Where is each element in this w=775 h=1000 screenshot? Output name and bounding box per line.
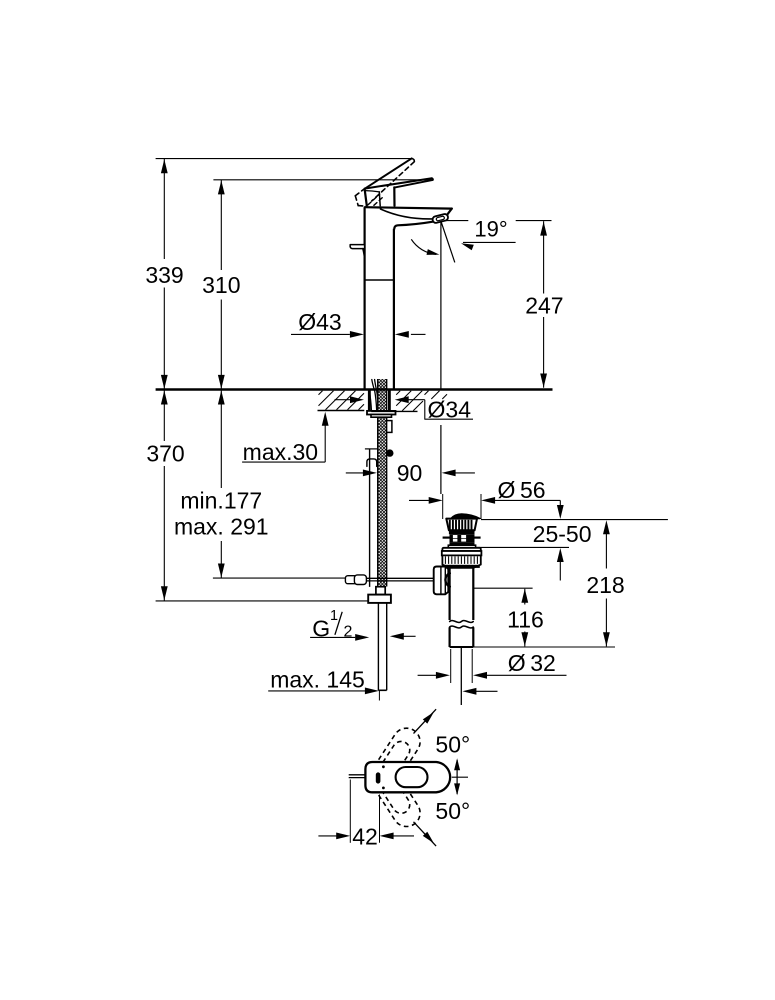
- svg-text:Ø43: Ø43: [298, 309, 341, 335]
- svg-text:1: 1: [330, 608, 338, 624]
- svg-text:max.30: max.30: [243, 439, 318, 465]
- svg-text:310: 310: [202, 272, 240, 298]
- svg-text:max. 145: max. 145: [270, 666, 365, 692]
- svg-text:Ø34: Ø34: [428, 396, 472, 422]
- svg-text:G: G: [312, 616, 330, 642]
- svg-text:339: 339: [145, 262, 183, 288]
- svg-text:247: 247: [525, 292, 563, 318]
- svg-text:116: 116: [507, 606, 544, 632]
- svg-text:42: 42: [352, 823, 378, 849]
- svg-text:Ø 56: Ø 56: [497, 477, 545, 503]
- svg-text:Ø 32: Ø 32: [508, 650, 556, 676]
- svg-text:50°: 50°: [435, 798, 470, 824]
- svg-text:19°: 19°: [474, 217, 507, 242]
- svg-text:218: 218: [586, 572, 624, 598]
- svg-text:min.177: min.177: [180, 487, 262, 513]
- svg-text:25-50: 25-50: [533, 521, 592, 547]
- svg-text:370: 370: [146, 441, 184, 467]
- svg-text:50°: 50°: [435, 731, 470, 757]
- svg-text:max. 291: max. 291: [174, 513, 269, 539]
- svg-text:2: 2: [344, 624, 353, 641]
- svg-text:90: 90: [397, 460, 423, 486]
